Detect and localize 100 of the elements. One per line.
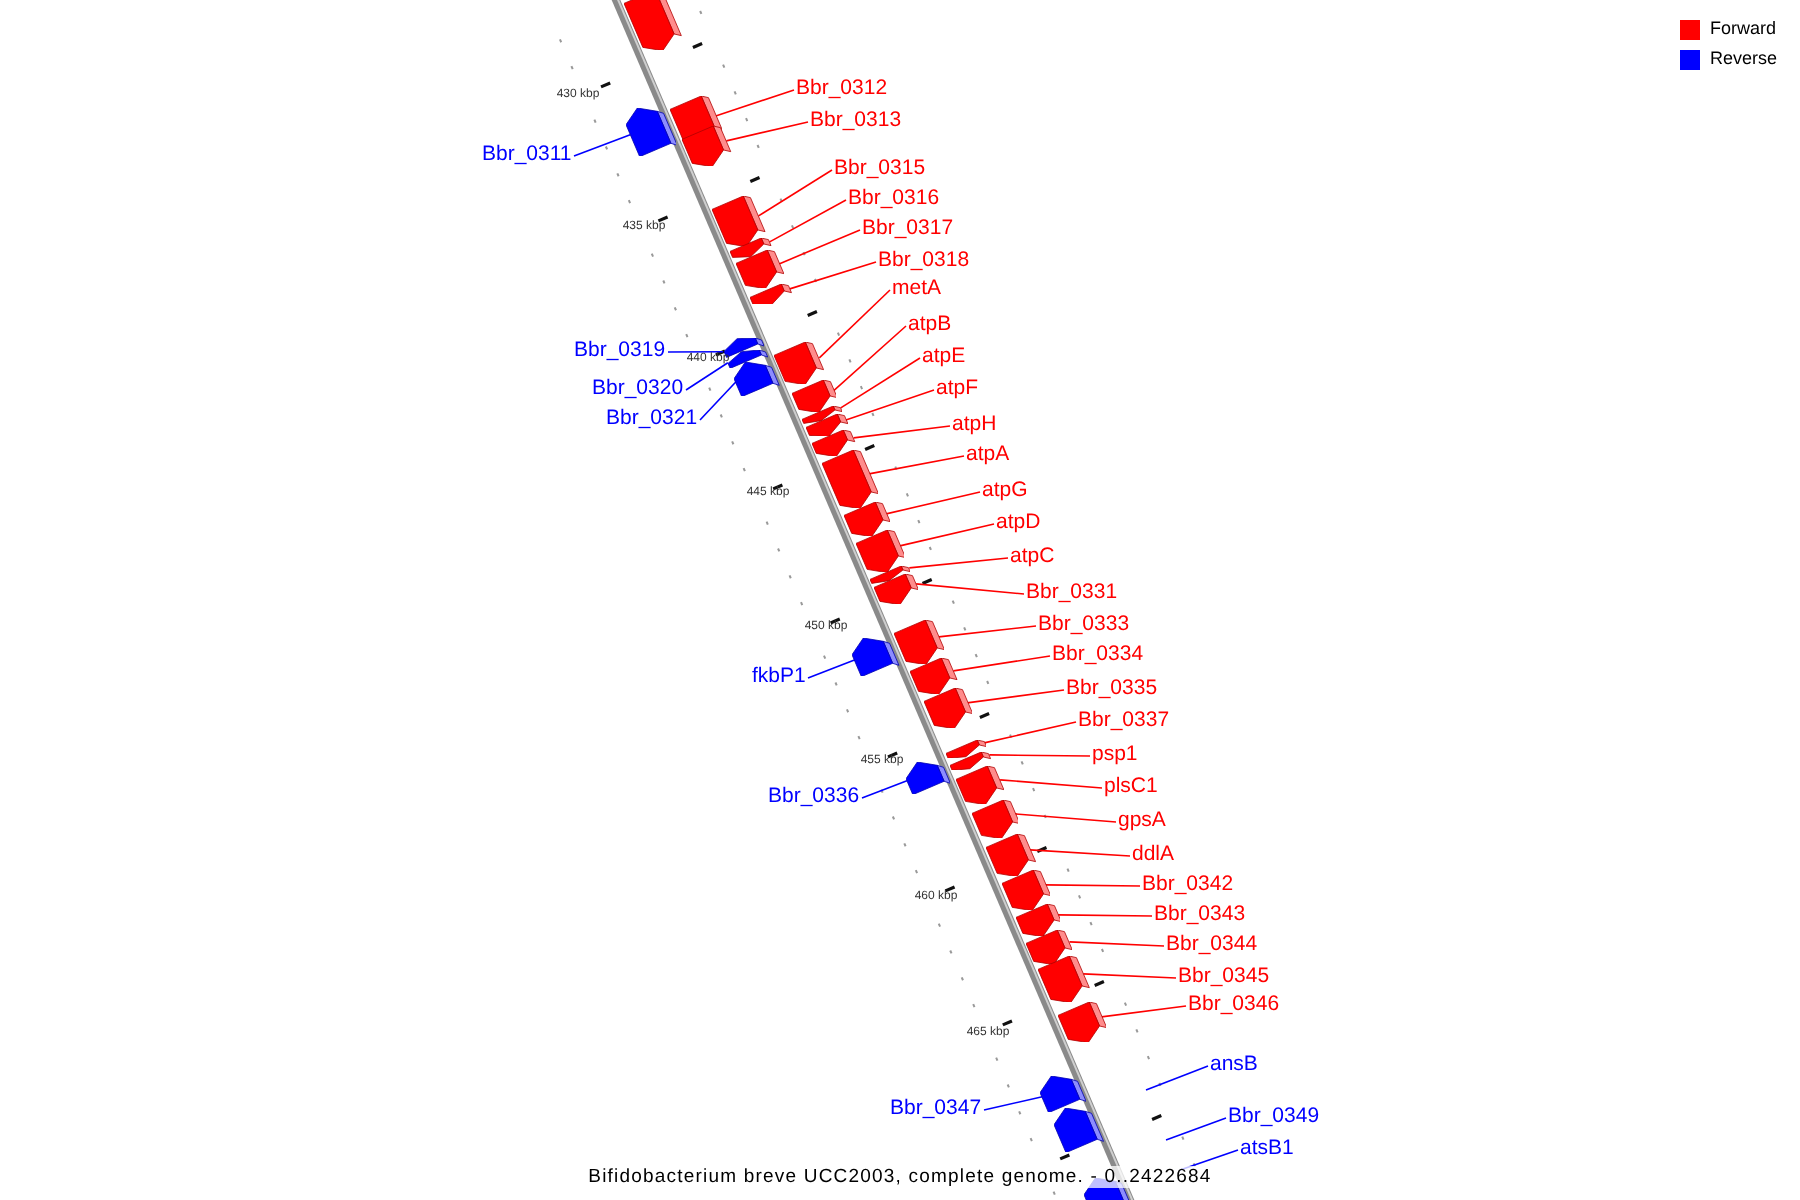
- leader-line: [1165, 1117, 1227, 1141]
- gene-label: Bbr_0347: [890, 1096, 982, 1120]
- gene-block: [805, 414, 848, 437]
- gene-label: atpH: [952, 412, 997, 436]
- gene-label: ansB: [1210, 1052, 1258, 1076]
- leader-line: [685, 361, 729, 391]
- gene-label: Bbr_0321: [606, 406, 698, 430]
- gene-block: [1026, 930, 1073, 965]
- gene-block: [985, 834, 1036, 877]
- leader-line: [832, 325, 907, 392]
- leader-line: [1044, 884, 1141, 887]
- leader-line: [852, 425, 951, 439]
- gene-label: atsB1: [1240, 1136, 1294, 1160]
- leader-line: [1013, 813, 1117, 823]
- gene-label: gpsA: [1118, 808, 1166, 832]
- leader-line: [1100, 1005, 1187, 1018]
- leader-line: [999, 779, 1103, 789]
- gene-label: Bbr_0337: [1078, 708, 1170, 732]
- leader-line: [818, 289, 891, 359]
- leader-line: [845, 389, 935, 421]
- gene-block: [821, 450, 878, 509]
- gene-block: [1040, 1075, 1087, 1112]
- leader-line: [757, 169, 833, 217]
- leader-line: [789, 261, 877, 290]
- gene-label: atpE: [922, 344, 966, 368]
- gene-block: [1037, 956, 1090, 1003]
- leader-line: [966, 689, 1065, 704]
- leader-line: [983, 721, 1077, 744]
- gene-block: [791, 380, 837, 413]
- leader-line: [983, 1095, 1044, 1111]
- leader-line: [768, 199, 847, 243]
- gene-label: Bbr_0313: [810, 108, 902, 132]
- legend-label: Reverse: [1710, 48, 1778, 70]
- gene-label: ddlA: [1132, 842, 1175, 866]
- gene-block: [730, 238, 772, 258]
- gene-block: [625, 107, 677, 156]
- leader-line: [839, 357, 921, 409]
- gene-label: Bbr_0344: [1166, 932, 1258, 956]
- gene-block: [1015, 904, 1061, 937]
- gene-label: Bbr_0312: [796, 76, 888, 100]
- gene-label: atpF: [936, 376, 979, 400]
- gene-block: [852, 637, 900, 676]
- gene-label: Bbr_0334: [1052, 642, 1144, 666]
- leader-line: [868, 455, 965, 475]
- leader-line: [915, 583, 1025, 595]
- gene-block: [950, 752, 992, 771]
- gene-label: psp1: [1092, 742, 1138, 766]
- gene-label: Bbr_0315: [834, 156, 926, 180]
- gene-block: [1053, 1107, 1104, 1152]
- gene-label: Bbr_0318: [878, 248, 970, 272]
- gene-block: [945, 740, 986, 759]
- gene-block: [971, 800, 1019, 839]
- gene-label: Bbr_0346: [1188, 992, 1280, 1016]
- gene-label: Bbr_0345: [1178, 964, 1270, 988]
- gene-label: atpB: [908, 312, 952, 336]
- leader-line: [938, 625, 1037, 638]
- gene-block: [956, 766, 1005, 805]
- leader-line: [807, 658, 856, 679]
- gene-block: [870, 566, 911, 584]
- leader-line: [1082, 973, 1177, 979]
- leader-line: [988, 754, 1091, 757]
- leader-line: [699, 380, 737, 421]
- leader-line: [952, 655, 1051, 672]
- leader-line: [899, 523, 995, 547]
- gene-block: [624, 0, 682, 51]
- gene-block: [750, 284, 792, 305]
- gene-label: atpD: [996, 510, 1041, 534]
- leader-line: [1029, 849, 1131, 857]
- gene-label: Bbr_0320: [592, 376, 684, 400]
- gene-label: Bbr_0349: [1228, 1104, 1320, 1128]
- gene-block: [905, 761, 950, 794]
- leader-line: [725, 121, 809, 142]
- leader-line: [667, 350, 724, 353]
- gene-label: Bbr_0336: [768, 784, 860, 808]
- gene-block: [735, 250, 784, 289]
- gene-label: fkbP1: [752, 664, 806, 688]
- gene-block: [812, 430, 856, 457]
- gene-label: Bbr_0331: [1026, 580, 1118, 604]
- gene-block: [910, 658, 958, 695]
- legend-label: Forward: [1710, 18, 1777, 40]
- gene-block: [727, 349, 768, 368]
- gene-label: Bbr_0316: [848, 186, 940, 210]
- gene-block: [843, 502, 890, 537]
- gene-label: atpA: [966, 442, 1010, 466]
- leader-line: [1057, 914, 1153, 917]
- leader-line: [861, 779, 908, 799]
- gene-label: atpC: [1010, 544, 1055, 568]
- leader-line: [778, 229, 861, 265]
- gene-label: atpG: [982, 478, 1028, 502]
- gene-block: [874, 574, 919, 605]
- gene-label: plsC1: [1104, 774, 1158, 798]
- gene-block: [682, 126, 732, 167]
- gene-block: [802, 406, 843, 424]
- gene-label: Bbr_0311: [482, 142, 572, 166]
- caption: Bifidobacterium breve UCC2003, complete genome. - 0..2422684: [588, 1166, 1212, 1188]
- gene-block: [893, 620, 945, 665]
- gene-label: Bbr_0333: [1038, 612, 1130, 636]
- gene-block: [774, 342, 825, 385]
- leader-line: [1145, 1065, 1209, 1091]
- leader-line: [573, 133, 631, 157]
